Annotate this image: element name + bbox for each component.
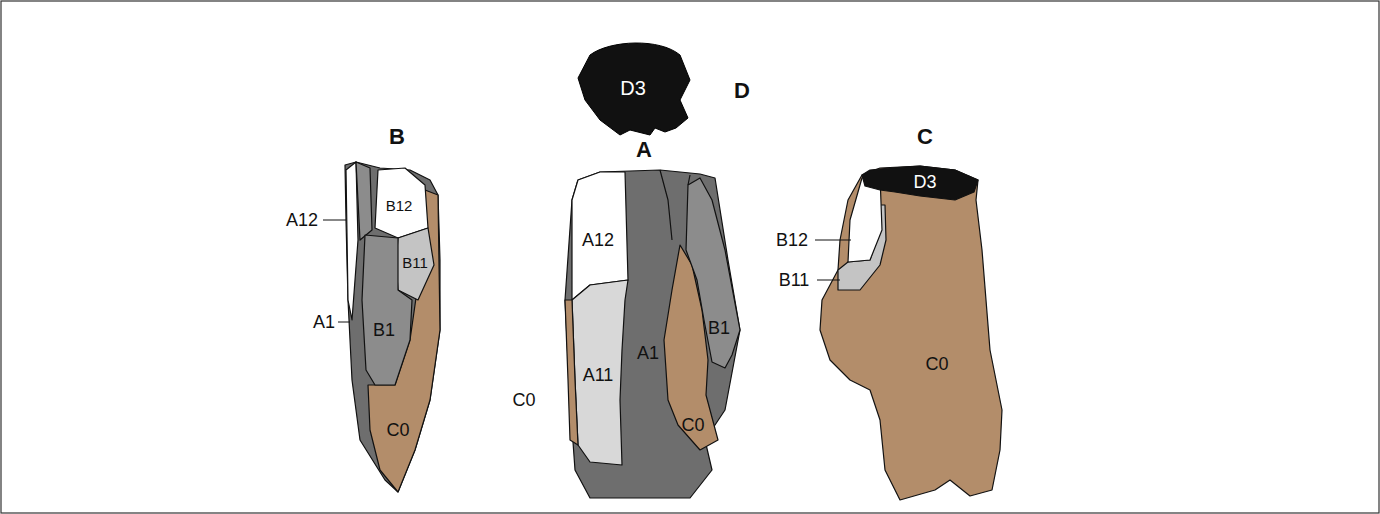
view-letter: D (734, 80, 750, 102)
scar-label: A1 (637, 344, 659, 362)
scar-label: C0 (925, 355, 948, 373)
view-letter: B (389, 126, 405, 148)
scar-label: C0 (681, 416, 704, 434)
scar-label: C0 (512, 391, 535, 409)
view-letter: C (917, 126, 933, 148)
view-c (820, 166, 1002, 500)
scar-label: B11 (402, 255, 428, 270)
scar-label: B12 (776, 231, 808, 249)
scar-label: A12 (582, 231, 614, 249)
part-label: D3 (913, 173, 936, 191)
scar-label: B1 (373, 321, 395, 339)
scar-label: B1 (708, 319, 730, 337)
scar-label: A11 (583, 366, 614, 384)
view-a (565, 170, 740, 498)
scar-label: B12 (386, 198, 413, 213)
view-d-blank (578, 43, 690, 135)
leader-lines (323, 220, 851, 322)
scar-label: A1 (313, 313, 335, 331)
view-b (345, 162, 440, 492)
part-label: D3 (620, 78, 646, 98)
view-letter: A (636, 139, 652, 161)
scar-label: B11 (779, 271, 810, 289)
scar-label: A12 (286, 211, 318, 229)
scar-label: C0 (386, 421, 409, 439)
